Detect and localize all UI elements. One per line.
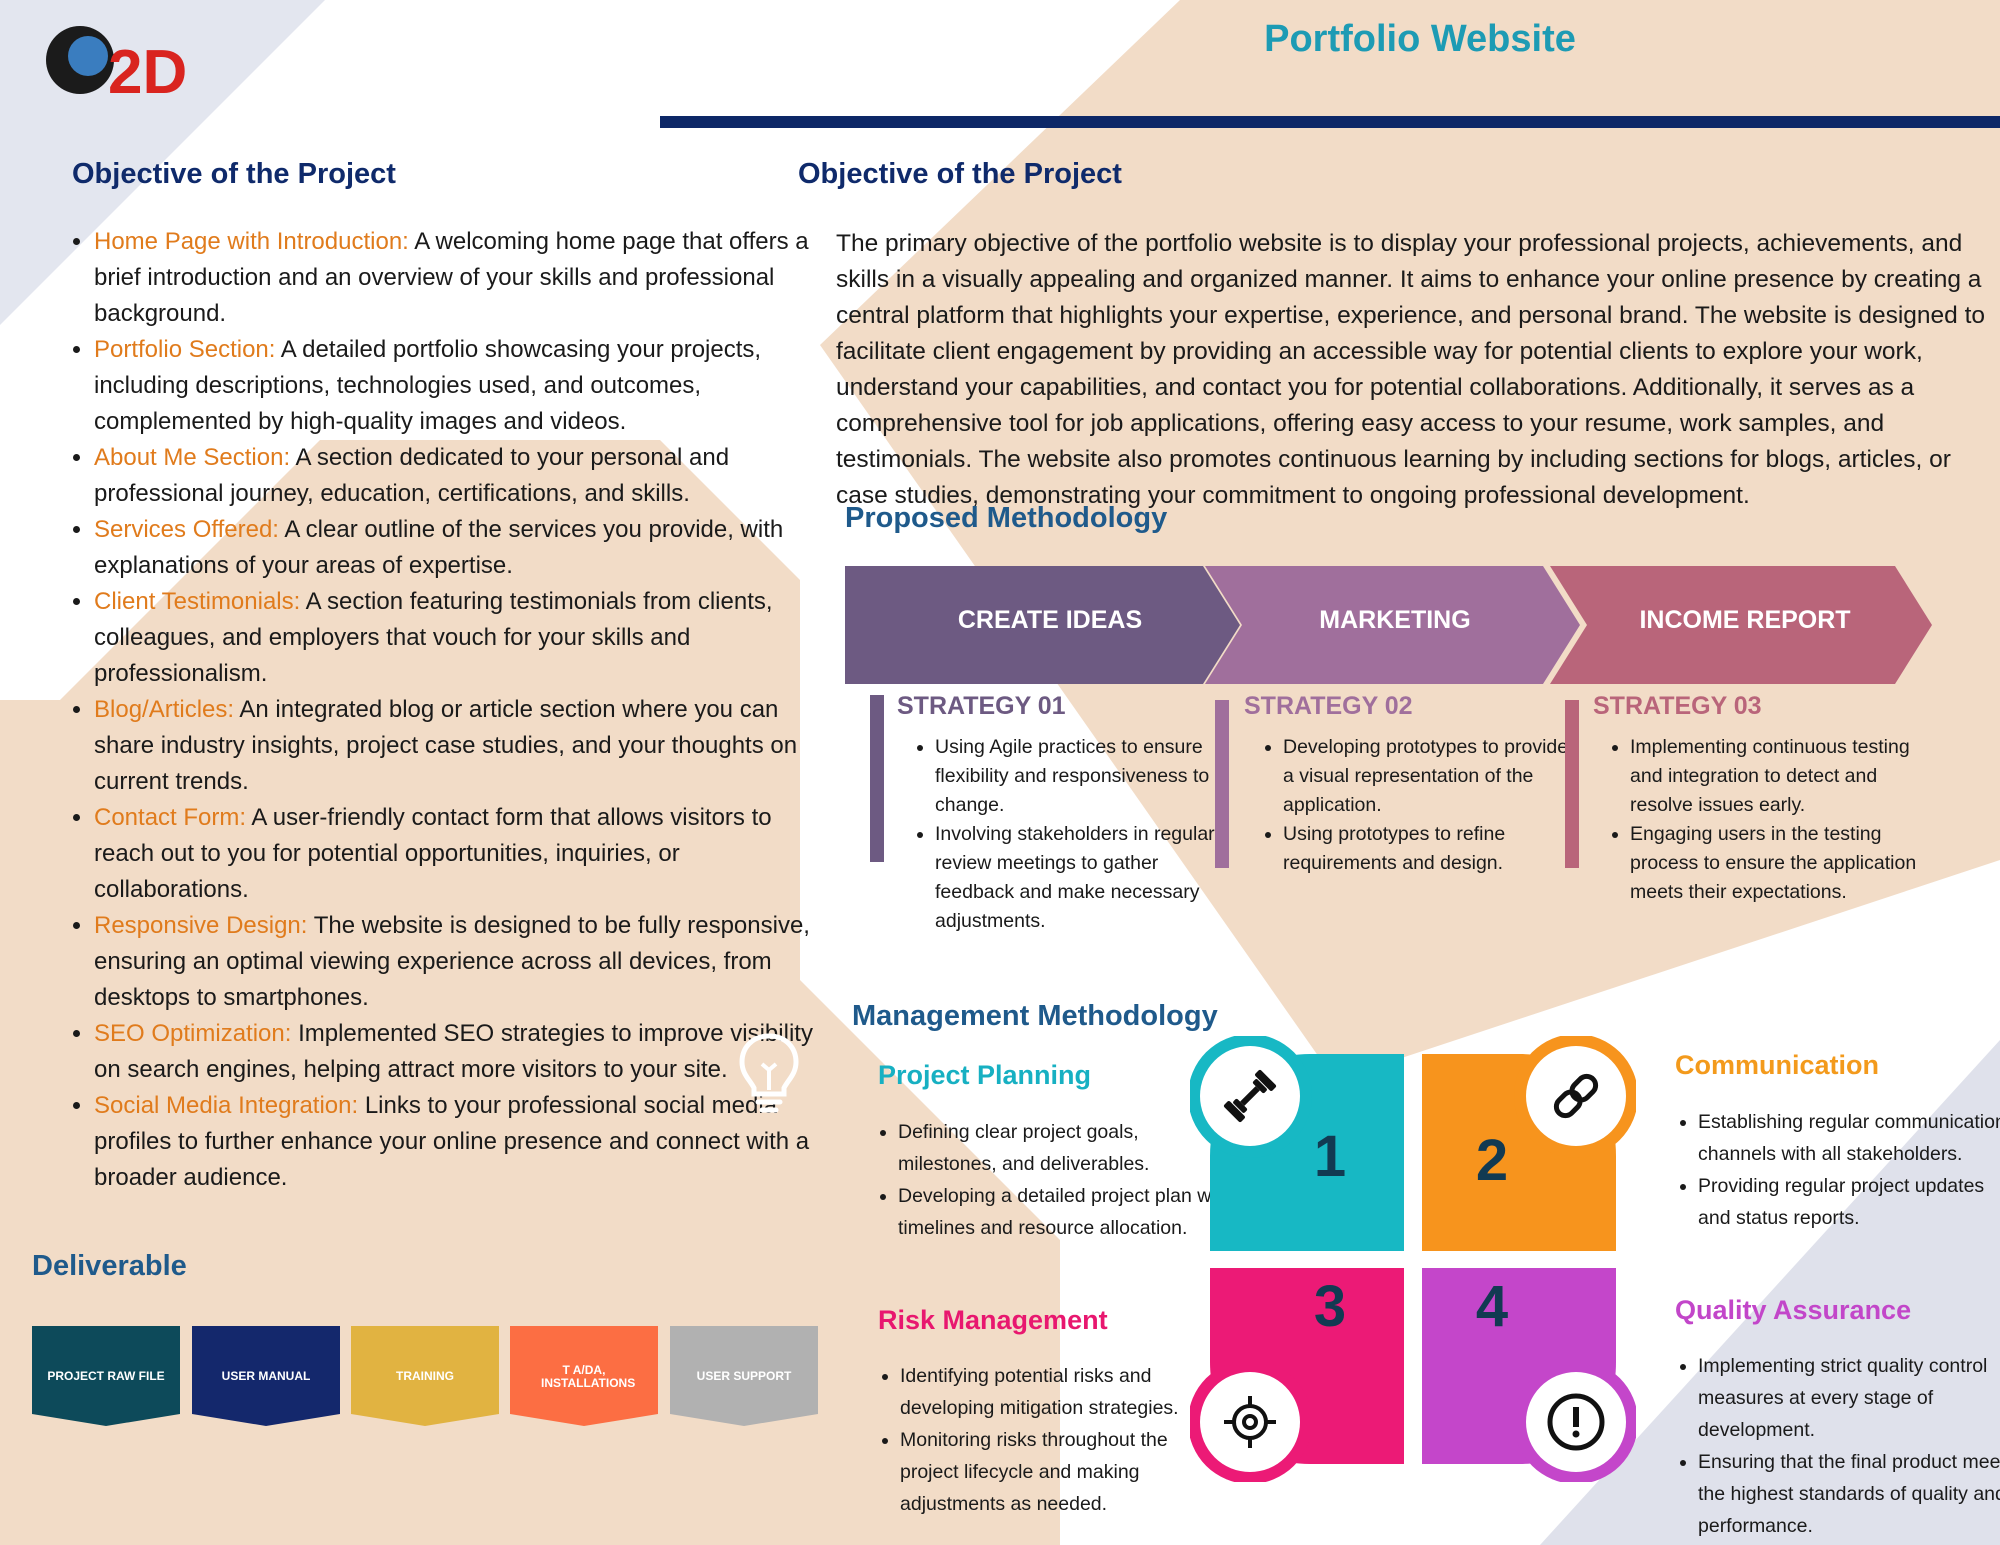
quadrant-number: 3	[1314, 1274, 1346, 1339]
left-objective-heading: Objective of the Project	[72, 158, 396, 190]
strategy-bar	[1215, 700, 1229, 868]
strategy-bullets: Implementing continuous testing and inte…	[1597, 733, 1930, 907]
step-chevron-income-report	[1550, 566, 1932, 684]
list-item: Social Media Integration: Links to your …	[94, 1088, 814, 1196]
deliverable-badge	[32, 1326, 180, 1426]
step-label: MARKETING	[1319, 606, 1471, 634]
step-chevron-marketing	[1205, 566, 1580, 684]
deliverable-label: USER MANUAL	[221, 1369, 311, 1383]
strategy-bullets: Using Agile practices to ensure flexibil…	[902, 733, 1235, 936]
list-item: SEO Optimization: Implemented SEO strate…	[94, 1016, 814, 1088]
list-item: Using Agile practices to ensure flexibil…	[935, 733, 1235, 820]
quadrant-number: 2	[1476, 1128, 1508, 1193]
deliverable-label: USER SUPPORT	[696, 1369, 792, 1383]
quality-assurance-list: Implementing strict quality control meas…	[1668, 1350, 2000, 1542]
page-title: Portfolio Website	[1264, 18, 1576, 60]
methodology-heading: Proposed Methodology	[845, 502, 1168, 534]
lightbulb-icon	[739, 1033, 799, 1113]
deliverable-badge	[510, 1326, 658, 1426]
strategy-bar	[1565, 700, 1579, 868]
list-item: Using prototypes to refine requirements …	[1283, 820, 1573, 878]
right-objective-heading: Objective of the Project	[798, 158, 1122, 190]
list-item: Services Offered: A clear outline of the…	[94, 512, 814, 584]
quality-assurance-title: Quality Assurance	[1675, 1295, 1912, 1325]
dumbbell-icon	[1223, 1069, 1277, 1123]
alert-icon	[1547, 1393, 1605, 1451]
deliverable-label: PROJECT RAW FILE	[47, 1369, 165, 1383]
list-item: Establishing regular communication chann…	[1698, 1106, 2000, 1170]
deliverable-badge	[192, 1326, 340, 1426]
svg-text:2D: 2D	[108, 38, 187, 100]
deliverable-badge	[351, 1326, 499, 1426]
g2d-logo: 2D G	[46, 26, 187, 100]
list-item: Identifying potential risks and developi…	[900, 1360, 1200, 1424]
list-item: Home Page with Introduction: A welcoming…	[94, 224, 814, 332]
list-item: Developing prototypes to provide a visua…	[1283, 733, 1573, 820]
list-item: Portfolio Section: A detailed portfolio …	[94, 332, 814, 440]
target-icon	[1224, 1396, 1276, 1448]
strategy-title: STRATEGY 01	[897, 692, 1066, 720]
list-item: Implementing continuous testing and inte…	[1630, 733, 1930, 820]
risk-management-title: Risk Management	[878, 1305, 1108, 1335]
step-label: CREATE IDEAS	[957, 606, 1143, 634]
deliverable-badge	[670, 1326, 818, 1426]
strategy-title: STRATEGY 02	[1244, 692, 1413, 720]
list-item: Developing a detailed project plan with …	[898, 1180, 1238, 1244]
list-item: Monitoring risks throughout the project …	[900, 1424, 1200, 1520]
deliverable-label: TRAINING	[396, 1369, 454, 1383]
risk-management-list: Identifying potential risks and developi…	[870, 1360, 1200, 1520]
step-chevron-create-ideas	[845, 566, 1240, 684]
list-item: Implementing strict quality control meas…	[1698, 1350, 2000, 1446]
list-item: Engaging users in the testing process to…	[1630, 820, 1930, 907]
communication-title: Communication	[1675, 1050, 1880, 1080]
link-icon	[1553, 1073, 1599, 1119]
list-item: About Me Section: A section dedicated to…	[94, 440, 814, 512]
list-item: Responsive Design: The website is design…	[94, 908, 814, 1016]
step-label: INCOME REPORT	[1639, 606, 1851, 634]
quadrant-number: 1	[1314, 1124, 1346, 1189]
list-item: Defining clear project goals, milestones…	[898, 1116, 1238, 1180]
feature-list: Home Page with Introduction: A welcoming…	[58, 224, 814, 1196]
title-divider	[660, 116, 2000, 128]
communication-list: Establishing regular communication chann…	[1668, 1106, 2000, 1234]
strategy-bar	[870, 695, 884, 862]
deliverable-heading: Deliverable	[32, 1250, 187, 1282]
list-item: Contact Form: A user-friendly contact fo…	[94, 800, 814, 908]
objective-paragraph: The primary objective of the portfolio w…	[836, 230, 1985, 509]
list-item: Blog/Articles: An integrated blog or art…	[94, 692, 814, 800]
management-heading: Management Methodology	[852, 1000, 1218, 1032]
list-item: Client Testimonials: A section featuring…	[94, 584, 814, 692]
list-item: Providing regular project updates and st…	[1698, 1170, 2000, 1234]
strategy-title: STRATEGY 03	[1593, 692, 1762, 720]
list-item: Involving stakeholders in regular review…	[935, 820, 1235, 936]
project-planning-list: Defining clear project goals, milestones…	[868, 1116, 1238, 1244]
project-planning-title: Project Planning	[878, 1060, 1092, 1090]
deliverable-label: T A/DA, INSTALLATIONS	[541, 1363, 636, 1390]
quadrant-number: 4	[1476, 1274, 1508, 1339]
management-quadrants: 1 2 3 4	[1190, 1036, 1636, 1482]
list-item: Ensuring that the final product meets th…	[1698, 1446, 2000, 1542]
strategy-bullets: Developing prototypes to provide a visua…	[1250, 733, 1573, 878]
